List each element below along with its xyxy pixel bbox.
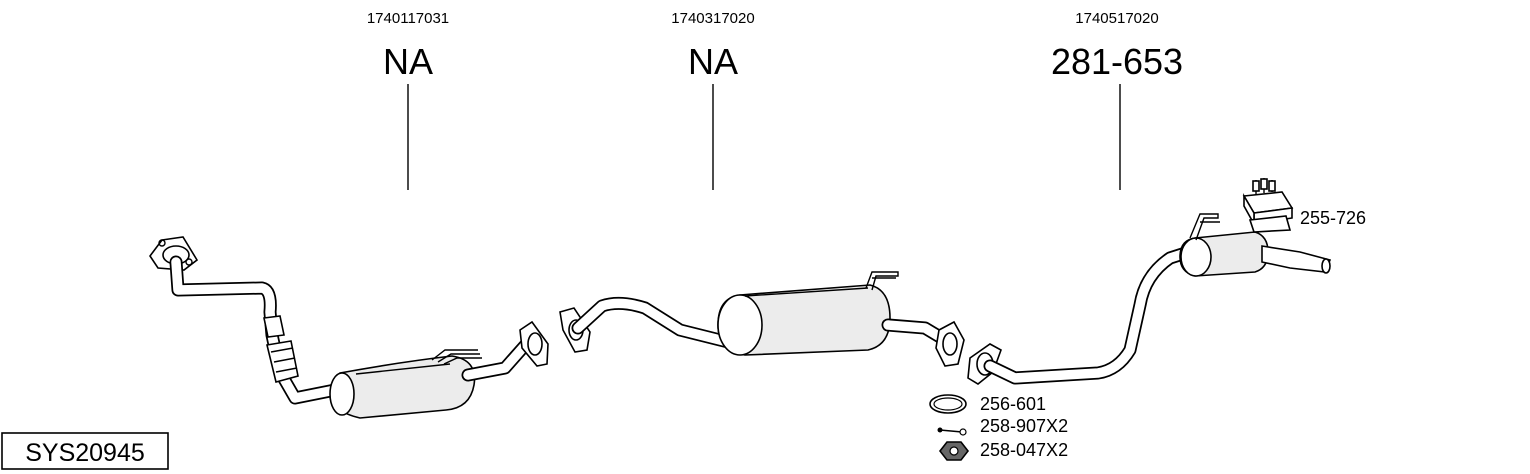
- rubber-mount-icon: [1242, 178, 1294, 233]
- section-2[interactable]: 1740317020 NA: [559, 10, 965, 367]
- nut-icon: [938, 441, 970, 461]
- system-code-box: SYS20945: [1, 432, 169, 470]
- rear-silencer-assembly: [967, 213, 1332, 385]
- bolt-icon: [937, 427, 967, 436]
- part-258-907X2-label: 258-907X2: [980, 416, 1068, 436]
- section-2-oe-number: 1740317020: [671, 10, 754, 27]
- section-3-oe-number: 1740517020: [1075, 10, 1158, 27]
- section-1-part-number: NA: [383, 41, 433, 82]
- system-code: SYS20945: [25, 439, 145, 467]
- part-258-047X2[interactable]: 258-047X2: [938, 440, 1068, 461]
- section-1-oe-number: 1740117031: [367, 10, 449, 27]
- part-256-601-label: 256-601: [980, 394, 1046, 414]
- section-1[interactable]: 1740117031 NA: [149, 10, 549, 419]
- gasket-ring-icon: [929, 394, 967, 414]
- front-pipe-assembly: [149, 236, 549, 419]
- part-255-726[interactable]: 255-726: [1242, 178, 1366, 233]
- part-258-907X2[interactable]: 258-907X2: [937, 416, 1069, 436]
- section-3[interactable]: 1740517020 281-653: [967, 10, 1332, 385]
- part-258-047X2-label: 258-047X2: [980, 440, 1068, 460]
- section-2-part-number: NA: [688, 41, 738, 82]
- section-3-part-number: 281-653: [1051, 41, 1183, 82]
- part-255-726-label: 255-726: [1300, 208, 1366, 228]
- centre-silencer-assembly: [559, 271, 965, 367]
- part-256-601[interactable]: 256-601: [929, 394, 1046, 414]
